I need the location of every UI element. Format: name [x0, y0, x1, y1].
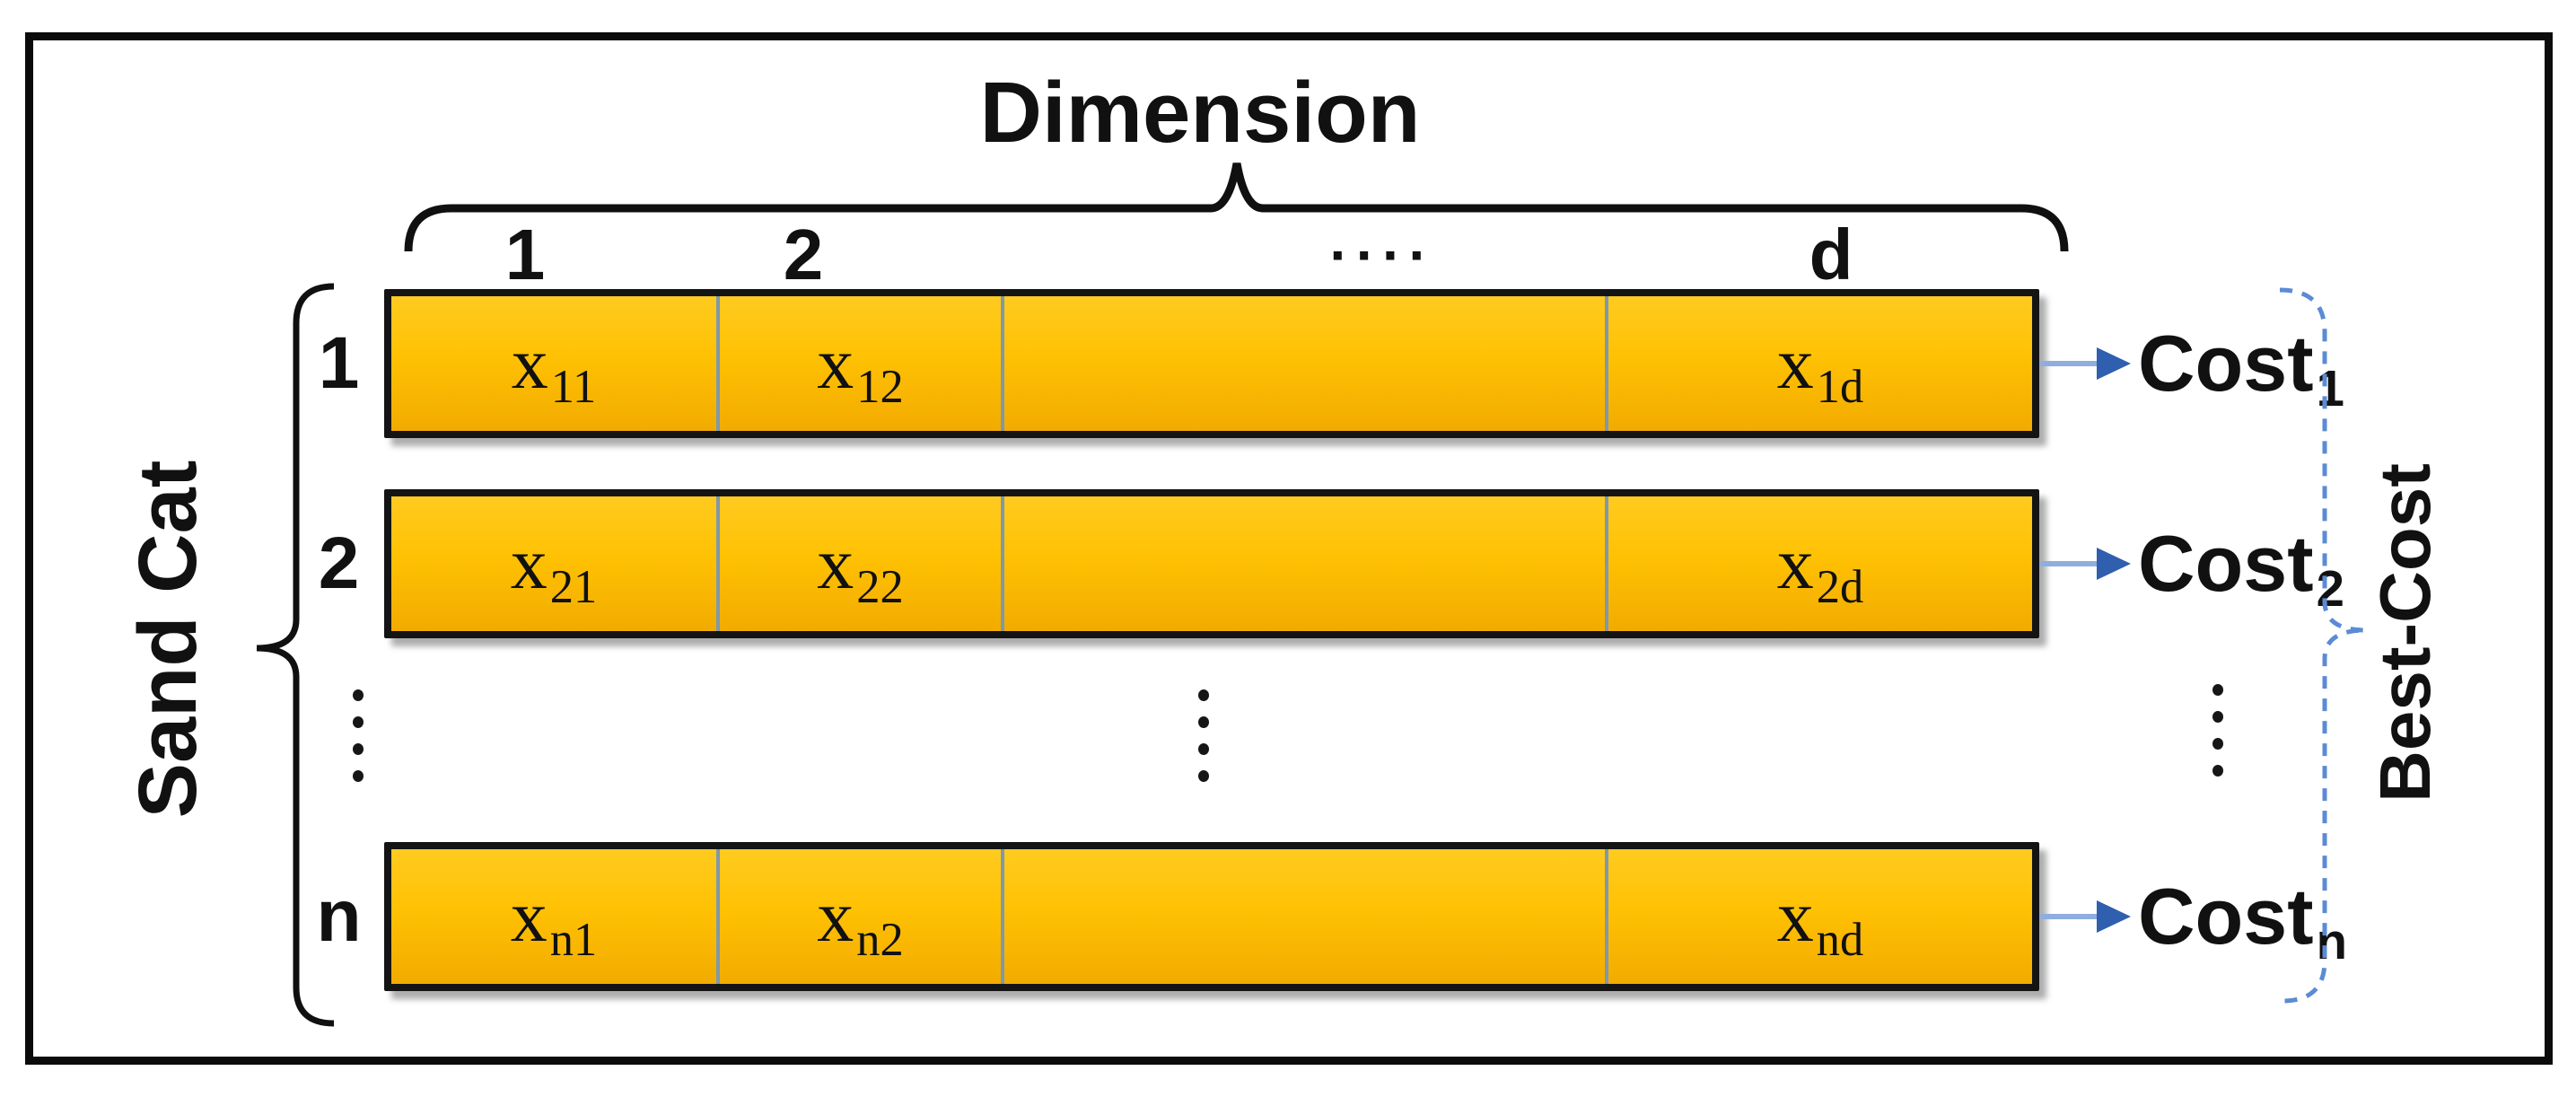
cell-divider — [1001, 296, 1004, 431]
cell-xn2: xn2 — [817, 875, 904, 966]
vertical-ellipsis-bars — [1198, 689, 1209, 782]
cell-x12: x12 — [817, 322, 904, 413]
best-cost-label: Best-Cost — [2365, 463, 2445, 803]
cell-xnd: xnd — [1776, 875, 1864, 966]
row-header-2: 2 — [318, 522, 360, 604]
cell-xn1: xn1 — [510, 875, 598, 966]
solution-row-n: xn1 xn2 xnd — [384, 842, 2039, 991]
cell-x1d: x1d — [1776, 322, 1864, 413]
column-header-1: 1 — [504, 215, 546, 294]
row-header-n: n — [316, 875, 362, 957]
cell-divider — [716, 496, 720, 631]
vertical-ellipsis-costs — [2212, 684, 2223, 777]
cell-divider — [1001, 849, 1004, 984]
cell-x2d: x2d — [1776, 522, 1864, 613]
cell-divider — [1001, 496, 1004, 631]
cost-label-1: Cost1 — [2138, 319, 2344, 417]
cell-divider — [716, 849, 720, 984]
vertical-ellipsis-rows — [353, 689, 364, 782]
column-header-2: 2 — [783, 215, 824, 294]
cell-x22: x22 — [817, 522, 904, 613]
cell-x21: x21 — [510, 522, 598, 613]
figure-border-frame — [25, 32, 2553, 1065]
cell-divider — [1605, 496, 1608, 631]
solution-row-2: x21 x22 x2d — [384, 489, 2039, 638]
row-header-1: 1 — [318, 322, 360, 404]
column-header-d: d — [1809, 215, 1853, 294]
cell-divider — [1605, 296, 1608, 431]
column-header-ellipsis: ···· — [1329, 223, 1435, 287]
cell-divider — [1605, 849, 1608, 984]
cost-label-2: Cost2 — [2138, 519, 2344, 617]
solution-row-1: x11 x12 x1d — [384, 289, 2039, 438]
dimension-axis-title: Dimension — [979, 64, 1421, 161]
sand-cat-axis-label: Sand Cat — [122, 460, 214, 819]
cost-label-n: Costn — [2138, 872, 2347, 970]
cell-divider — [716, 296, 720, 431]
cell-x11: x11 — [511, 322, 597, 413]
